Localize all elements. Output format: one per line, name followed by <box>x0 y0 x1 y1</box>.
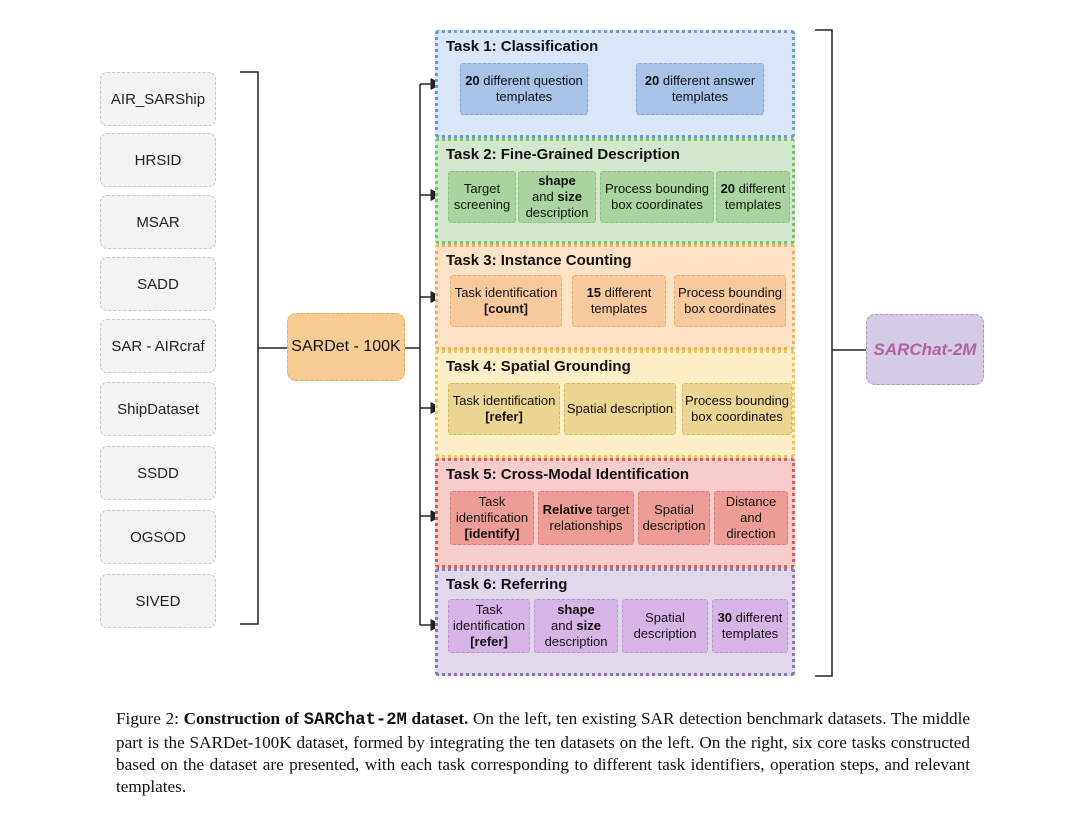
task-cell: Process bounding box coordinates <box>600 171 714 223</box>
task-panel-4: Task 4: Spatial Grounding Task identific… <box>435 350 795 458</box>
task-title: Task 4: Spatial Grounding <box>446 358 631 375</box>
task-cell: Target screening <box>448 171 516 223</box>
task-cell: Task identification[refer] <box>448 599 530 653</box>
connector-lines <box>240 29 866 677</box>
caption-bold-lead: Construction of <box>183 709 304 728</box>
task-panel-5: Task 5: Cross-Modal Identification Task … <box>435 458 795 568</box>
task-cell: Distance and direction <box>714 491 788 545</box>
dataset-box: AIR_SARShip <box>100 72 216 126</box>
task-cell: Relative target relationships <box>538 491 634 545</box>
task-title: Task 2: Fine-Grained Description <box>446 146 680 163</box>
task-cell: 20 different templates <box>716 171 790 223</box>
task-panel-1: Task 1: Classification 20 different ques… <box>435 30 795 138</box>
dataset-box: SAR - AIRcraf <box>100 319 216 373</box>
task-cell: Spatial description <box>622 599 708 653</box>
task-cell: shape and size description <box>518 171 596 223</box>
caption-body: On the left, ten existing SAR detection … <box>116 709 970 796</box>
task-cell: 20 different question templates <box>460 63 588 115</box>
sardet-box: SARDet - 100K <box>287 313 405 381</box>
task-cell: Process bounding box coordinates <box>674 275 786 327</box>
task-panel-6: Task 6: Referring Task identification[re… <box>435 568 795 676</box>
task-panel-2: Task 2: Fine-Grained Description Target … <box>435 138 795 244</box>
task-cell: Spatial description <box>564 383 676 435</box>
task-cell: Task identification[identify] <box>450 491 534 545</box>
dataset-box: SSDD <box>100 446 216 500</box>
dataset-box: SIVED <box>100 574 216 628</box>
task-title: Task 5: Cross-Modal Identification <box>446 466 690 483</box>
caption-bold-mono: SARChat-2M <box>303 711 407 730</box>
task-title: Task 6: Referring <box>446 576 568 593</box>
task-cell: shape and size description <box>534 599 618 653</box>
task-cell: 20 different answer templates <box>636 63 764 115</box>
caption-bold-tail: dataset. <box>406 709 469 728</box>
task-cell: 15 different templates <box>572 275 666 327</box>
dataset-box: SADD <box>100 257 216 311</box>
dataset-box: MSAR <box>100 195 216 249</box>
task-title: Task 1: Classification <box>446 38 599 55</box>
task-panel-3: Task 3: Instance Counting Task identific… <box>435 244 795 350</box>
dataset-box: OGSOD <box>100 510 216 564</box>
caption-label: Figure 2: <box>116 709 184 728</box>
task-cell: Spatial description <box>638 491 710 545</box>
task-title: Task 3: Instance Counting <box>446 252 632 269</box>
dataset-box: ShipDataset <box>100 382 216 436</box>
task-cell: 30 different templates <box>712 599 788 653</box>
figure-caption: Figure 2: Construction of SARChat-2M dat… <box>116 708 970 798</box>
task-cell: Process bounding box coordinates <box>682 383 792 435</box>
task-cell: Task identification[refer] <box>448 383 560 435</box>
dataset-box: HRSID <box>100 133 216 187</box>
task-cell: Task identification[count] <box>450 275 562 327</box>
sarchat-box: SARChat-2M <box>866 314 984 385</box>
